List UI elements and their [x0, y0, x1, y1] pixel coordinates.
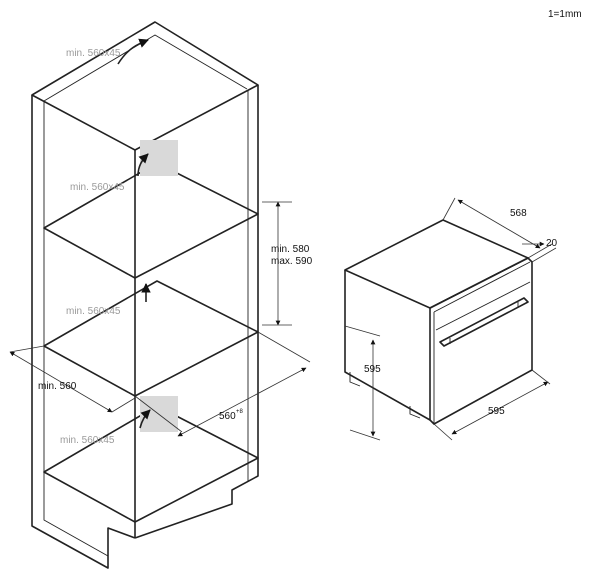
- oven-width-label: 595: [488, 406, 505, 417]
- oven-depth-label: 568: [510, 208, 527, 219]
- airflow-arrow-upper: [137, 153, 149, 177]
- shelf-1: [43, 162, 259, 279]
- niche-depth-label: 560: [219, 411, 236, 422]
- vent-label-3: min. 560x45: [66, 306, 121, 317]
- niche-depth-dimension: [177, 367, 307, 437]
- airflow-arrow-lower: [139, 409, 151, 429]
- tall-cabinet: min. 560x45 min. 560x45 min. 560x45 min.…: [9, 21, 313, 569]
- niche-height-max: max. 590: [271, 256, 313, 267]
- oven-width-dimension: [451, 381, 549, 435]
- oven-top: [344, 219, 529, 309]
- scale-note: 1=1mm: [548, 9, 582, 20]
- oven-height-label: 595: [364, 364, 381, 375]
- oven-front-label: 20: [546, 238, 558, 249]
- oven-door-handle: [439, 297, 529, 347]
- cabinet-left-side: [31, 95, 136, 569]
- built-in-oven: 568 20 595 595: [344, 197, 558, 441]
- oven-side: [344, 270, 431, 421]
- vent-label-2: min. 560x45: [70, 182, 125, 193]
- shelf-3: [43, 405, 259, 523]
- niche-width-dimension: [9, 351, 113, 413]
- oven-depth-dimension: [457, 199, 541, 249]
- vent-opening-top: [140, 140, 178, 176]
- cabinet-right-side: [134, 85, 259, 539]
- vent-label-4: min. 560x45: [60, 435, 115, 446]
- oven-front: [429, 257, 533, 425]
- airflow-arrow-top: [117, 38, 149, 65]
- vent-label-1: min. 560x45: [66, 48, 121, 59]
- shelf-2: [43, 280, 259, 397]
- niche-height-min: min. 580: [271, 244, 310, 255]
- oven-front-dimension: [527, 243, 553, 259]
- niche-width-label: min. 560: [38, 381, 77, 392]
- niche-depth-tolerance: +8: [236, 409, 244, 415]
